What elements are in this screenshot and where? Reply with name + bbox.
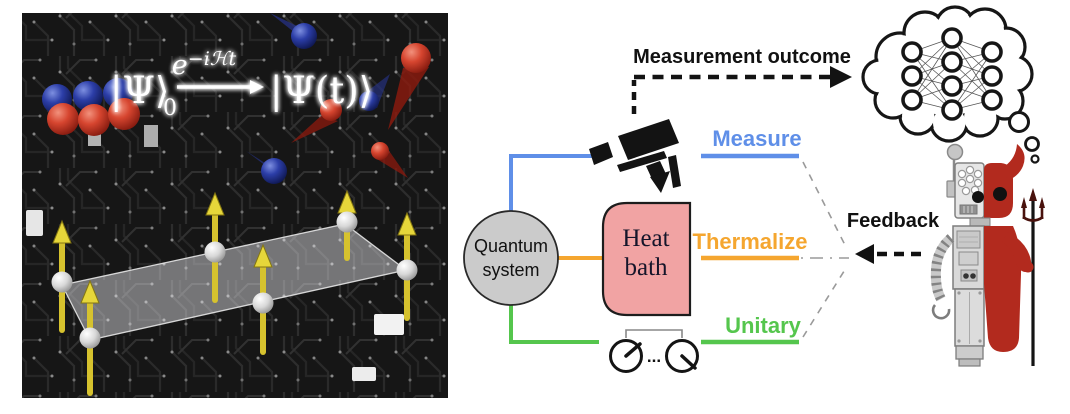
antenna-ball (946, 143, 964, 161)
blue-sphere (73, 81, 103, 111)
measure-label: Measure (712, 126, 801, 151)
quantum-system-label-line1: Quantum (474, 236, 548, 256)
spin-arrow (396, 211, 418, 321)
thermalize-label: Thermalize (693, 229, 808, 254)
robot-foot (955, 345, 984, 360)
ket-initial-subscript: 0 (163, 96, 177, 121)
neural-network-icon (901, 27, 1003, 121)
arrow-head-left (855, 244, 874, 264)
convergence-dashed-lines (801, 161, 849, 338)
left-panel-quantum-art: |Ψ⟩ 0 e−iℋt |Ψ(t)⟩ (22, 13, 448, 398)
control-knobs-icon: ... (609, 329, 699, 373)
heat-bath-node (601, 201, 692, 317)
spin-arrow (79, 279, 101, 396)
thought-bubble-small (1030, 154, 1040, 164)
heat-bath-label-line2: bath (624, 254, 668, 281)
chip-right (374, 314, 404, 335)
evolution-arrow-head (250, 80, 264, 94)
robot-claw (931, 304, 951, 320)
red-sphere (108, 98, 140, 130)
robot-brain-pattern (957, 165, 983, 196)
arrow-head-right (830, 66, 852, 88)
ket-final: |Ψ(t)⟩ (270, 69, 373, 112)
feedback-label: Feedback (847, 210, 940, 232)
particle-cluster (42, 78, 158, 147)
flying-particles (246, 13, 431, 184)
measurement-outcome-label: Measurement outcome (633, 46, 851, 68)
neck (969, 217, 991, 227)
chip-bottom (352, 367, 376, 381)
chip-left (26, 210, 43, 236)
pedestal (144, 125, 158, 147)
devil-body (984, 226, 1022, 352)
unitary-connector (509, 305, 599, 344)
trident-icon (1021, 188, 1045, 366)
thought-cloud (861, 5, 1040, 164)
knob-bracket (625, 329, 683, 338)
robot-eye (972, 191, 984, 203)
time-evolution-formula: |Ψ⟩ 0 e−iℋt |Ψ(t)⟩ (110, 48, 373, 121)
ket-initial: |Ψ⟩ (110, 69, 169, 112)
devil-eye (993, 187, 1007, 201)
quantum-system-label-line2: system (482, 260, 539, 280)
devil-arm (1002, 232, 1032, 272)
cctv-camera-icon (589, 119, 681, 193)
devil-hand (1022, 261, 1034, 273)
robot-devil-agent (930, 143, 1045, 367)
robot-base (958, 358, 981, 367)
heat-bath-label-line1: Heat (622, 225, 669, 252)
feedback-arrow (855, 244, 921, 264)
unitary-label: Unitary (725, 313, 802, 338)
spin-up-arrows (51, 189, 418, 396)
thought-bubble-large (1008, 111, 1030, 133)
devil-horn (1005, 144, 1025, 181)
spin-arrow (51, 219, 73, 333)
quantum-system-node (463, 210, 559, 306)
thought-bubble-medium (1024, 136, 1040, 152)
right-panel-diagram: Quantum system Heat bath Measurement out… (463, 5, 1045, 373)
spin-arrow (336, 189, 358, 261)
red-sphere (47, 103, 79, 135)
measure-connector (509, 154, 592, 211)
spin-arrow (252, 243, 274, 355)
red-sphere (78, 104, 110, 136)
spin-arrow (204, 191, 226, 303)
measurement-outcome-arrow (631, 66, 852, 114)
propagator: e−iℋt (172, 48, 237, 81)
knobs-ellipsis: ... (647, 347, 661, 366)
